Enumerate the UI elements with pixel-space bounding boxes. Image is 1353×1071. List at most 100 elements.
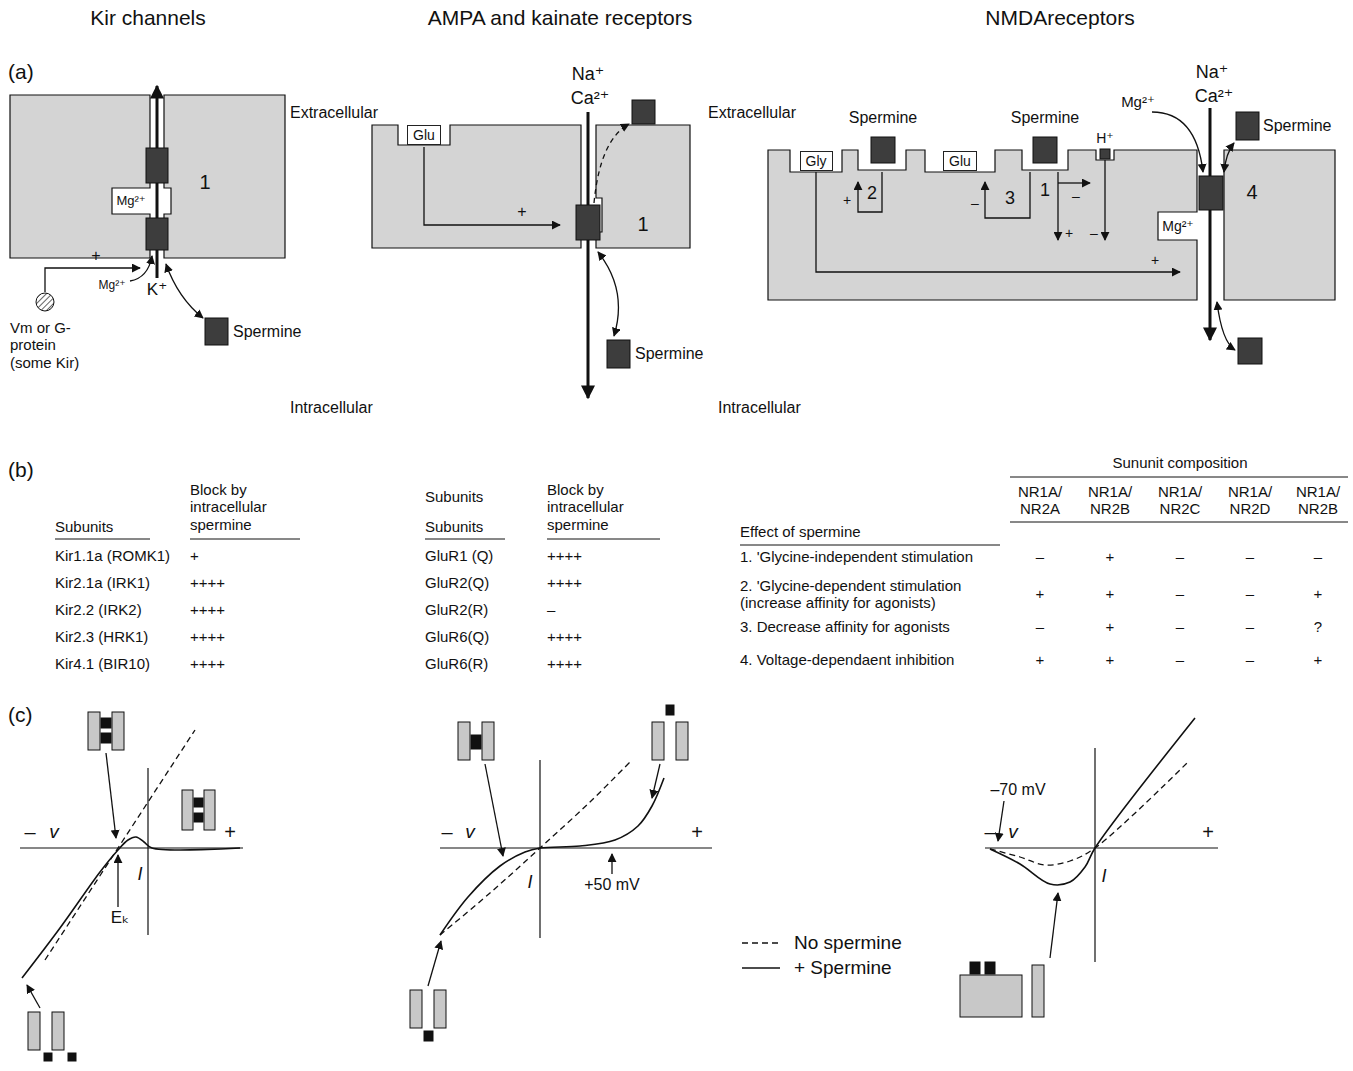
axis-label: v	[1008, 821, 1018, 843]
ion-arrow	[1152, 112, 1203, 172]
ligand-label: Gly	[806, 153, 827, 169]
column-header: NR1A/ NR2A	[1009, 483, 1071, 518]
column-header: Block by intracellular spermine	[190, 481, 300, 533]
axis-sign: –	[984, 821, 995, 844]
table-cell: GluR2(R)	[425, 601, 488, 618]
binding-site-box: Glu	[943, 151, 977, 171]
table-cell: ++++	[190, 628, 225, 645]
spermine-icon	[985, 962, 995, 974]
axis-label: I	[137, 864, 142, 885]
ligand-label: Glu	[413, 127, 435, 143]
ion-label: Mg²⁺	[1121, 93, 1155, 110]
iv-curve-spermine	[440, 778, 664, 935]
spermine-icon	[68, 1053, 76, 1061]
binding-site-box: Gly	[800, 151, 833, 171]
table-cell: GluR2(Q)	[425, 574, 489, 591]
spermine-arrow	[166, 264, 203, 318]
axis-line	[20, 847, 243, 848]
leader-arrow	[485, 764, 503, 856]
spermine-block	[1199, 176, 1223, 210]
axis-marker: Eₖ	[111, 908, 130, 928]
spermine-block	[146, 218, 168, 250]
effect-arrow	[1104, 160, 1105, 240]
column-header: NR1A/ NR2D	[1219, 483, 1281, 518]
ion-label: Mg²⁺	[116, 194, 145, 209]
channel-icon	[182, 790, 193, 830]
axis-marker: +50 mV	[584, 876, 640, 894]
spermine-block	[1033, 137, 1057, 163]
leader-arrow	[1050, 893, 1058, 958]
binding-site-box: Glu	[407, 125, 441, 145]
spermine-arrow	[598, 252, 618, 336]
site-number: 1	[637, 213, 648, 236]
ion-label: Ca²⁺	[571, 88, 610, 109]
site-number: 4	[1246, 181, 1257, 204]
molecule-label: Spermine	[233, 323, 301, 341]
leader-arrow	[106, 753, 116, 838]
table-cell: –	[1036, 548, 1044, 565]
channel-icon	[458, 722, 470, 760]
table-cell: Kir2.3 (HRK1)	[55, 628, 148, 645]
column-header: Subunits	[425, 488, 483, 505]
channel-icon	[204, 790, 215, 830]
table-cell: Kir2.1a (IRK1)	[55, 574, 150, 591]
leader-arrow	[27, 985, 40, 1008]
row-label: 1. 'Glycine-independent stimulation	[740, 548, 973, 565]
table-cell: Kir2.2 (IRK2)	[55, 601, 142, 618]
sign-label: +	[1065, 225, 1073, 241]
site-number: 1	[199, 171, 210, 194]
spermine-arrow	[594, 124, 629, 203]
ion-flow-arrow	[587, 112, 590, 398]
spermine-arrow	[1217, 302, 1235, 350]
table-cell: +	[1106, 651, 1115, 668]
spermine-icon	[471, 735, 481, 749]
sign-label: –	[1090, 225, 1098, 241]
table-cell: GluR6(Q)	[425, 628, 489, 645]
table-cell: –	[1176, 651, 1184, 668]
ion-label: Na⁺	[572, 64, 605, 85]
table-cell: –	[1246, 548, 1254, 565]
table-cell: ?	[1314, 618, 1322, 635]
axis-line	[985, 847, 1218, 848]
table-rule	[1010, 522, 1348, 523]
axis-sign: +	[224, 821, 236, 844]
panel-heading: NMDAreceptors	[985, 6, 1134, 30]
spermine-arrow	[1224, 143, 1234, 172]
site-number: 1	[1040, 180, 1050, 201]
channel-icon	[28, 1012, 40, 1050]
legend: No spermine+ Spermine	[740, 930, 902, 980]
spermine-icon	[44, 1053, 52, 1061]
receptor-subunit	[768, 150, 1197, 300]
spermine-icon	[424, 1031, 433, 1041]
panel-heading: AMPA and kainate receptors	[428, 6, 693, 30]
table-cell: GluR6(R)	[425, 655, 488, 672]
column-header: Sununit composition	[1112, 454, 1247, 471]
column-header: Subunits	[55, 518, 113, 535]
spermine-block	[1236, 112, 1259, 140]
channel-icon	[410, 990, 422, 1028]
panel-letter: (b)	[8, 458, 34, 482]
spermine-icon	[194, 813, 203, 822]
sign-label: –	[1072, 188, 1080, 204]
ion-label: Na⁺	[1196, 62, 1229, 83]
ion-label: Mg²⁺	[99, 279, 126, 293]
leader-arrow	[611, 854, 612, 874]
table-cell: +	[190, 547, 199, 564]
table-cell: +	[1314, 651, 1323, 668]
receptor-subunit	[372, 125, 581, 248]
leader-arrow	[998, 801, 1004, 841]
axis-label: I	[527, 872, 532, 893]
spermine-icon	[970, 962, 980, 974]
table-cell: –	[1176, 548, 1184, 565]
table-cell: +	[1106, 618, 1115, 635]
column-header: NR1A/ NR2B	[1287, 483, 1349, 518]
site-number: 3	[1005, 188, 1015, 209]
channel-icon	[52, 1012, 64, 1050]
axis-sign: –	[24, 821, 35, 844]
activation-arrow	[424, 147, 560, 225]
sign-label: +	[517, 203, 526, 221]
effect-arrow	[816, 172, 1180, 272]
table-cell: GluR1 (Q)	[425, 547, 493, 564]
table-rule	[190, 539, 300, 540]
spermine-block	[607, 340, 630, 368]
